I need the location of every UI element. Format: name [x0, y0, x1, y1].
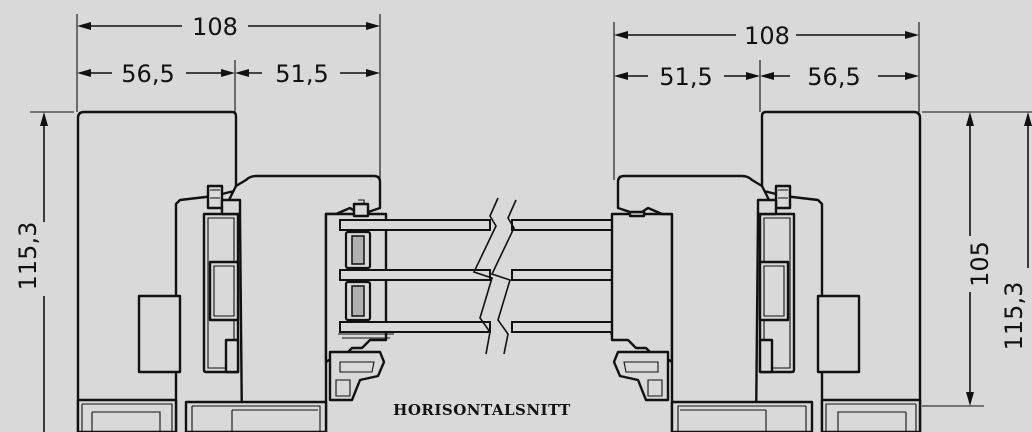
left-height-label: 115,3 [14, 222, 42, 291]
left-part-a-label: 56,5 [121, 60, 174, 88]
right-inner-height-label: 105 [966, 241, 994, 287]
right-total-width-label: 108 [744, 22, 790, 50]
right-outer-height-label: 115,3 [1000, 282, 1028, 351]
left-frame-profile [76, 110, 382, 432]
left-total-width-label: 108 [192, 13, 238, 41]
right-width-dimensions: 108 51,5 56,5 [613, 22, 920, 180]
section-caption: HORISONTALSNITT [393, 401, 571, 419]
left-height-dimension: 115,3 [14, 111, 74, 432]
left-width-dimensions: 108 56,5 51,5 [76, 13, 381, 180]
right-frame-profile [616, 110, 922, 432]
right-height-dimensions: 105 115,3 [922, 111, 1032, 407]
right-sash-profile [610, 199, 674, 402]
left-part-b-label: 51,5 [275, 60, 328, 88]
right-part-b-label: 56,5 [807, 63, 860, 91]
right-part-a-label: 51,5 [659, 63, 712, 91]
